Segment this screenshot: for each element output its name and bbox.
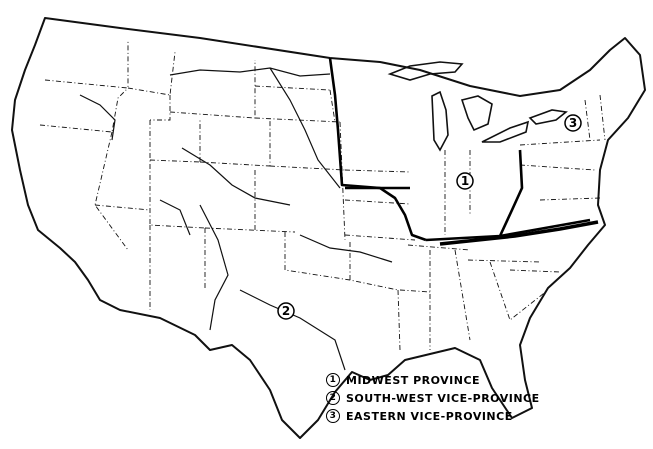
lake-huron — [460, 95, 493, 132]
us-outline — [11, 17, 646, 439]
legend-label: SOUTH-WEST VICE-PROVINCE — [346, 391, 540, 405]
lake-erie — [481, 120, 530, 143]
legend-number: 1 — [326, 373, 340, 387]
svg-text:1: 1 — [461, 174, 469, 188]
svg-text:3: 3 — [569, 116, 577, 130]
legend-item: 2 SOUTH-WEST VICE-PROVINCE — [326, 389, 626, 407]
state-borders — [39, 40, 606, 351]
legend-number: 2 — [326, 391, 340, 405]
region-marker-2: 2 — [277, 302, 295, 320]
svg-text:2: 2 — [282, 304, 290, 318]
rivers — [79, 67, 393, 371]
legend-item: 3 EASTERN VICE-PROVINCE — [326, 407, 626, 425]
lake-michigan — [431, 90, 449, 152]
legend-number: 3 — [326, 409, 340, 423]
legend-item: 1 MIDWEST PROVINCE — [326, 371, 626, 389]
region-marker-1: 1 — [456, 172, 474, 190]
lake-superior — [387, 61, 464, 81]
region-marker-3: 3 — [564, 114, 582, 132]
legend-label: EASTERN VICE-PROVINCE — [346, 409, 513, 423]
lake-ontario — [528, 109, 568, 125]
legend: 1 MIDWEST PROVINCE 2 SOUTH-WEST VICE-PRO… — [326, 371, 626, 425]
legend-label: MIDWEST PROVINCE — [346, 373, 481, 387]
province-boundaries — [328, 57, 599, 246]
